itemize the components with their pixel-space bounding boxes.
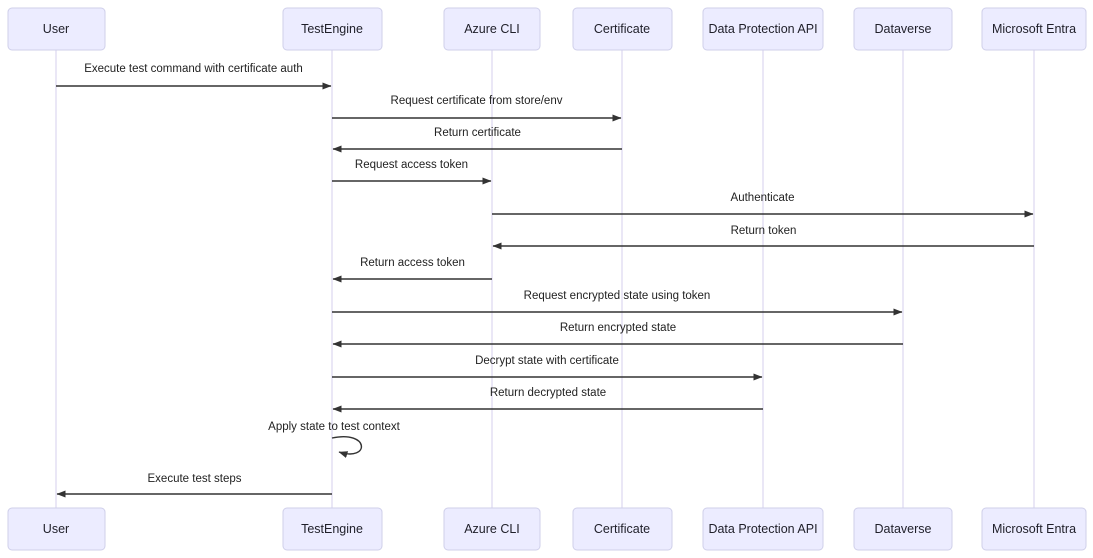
message-label: Return access token: [360, 257, 465, 269]
actor-box-rect: [443, 7, 541, 51]
message-5: Return token: [492, 225, 1034, 250]
actor-label-testengine: TestEngine: [301, 22, 363, 36]
actor-box-rect: [282, 507, 383, 551]
actor-box-dataprotection-top[interactable]: Data Protection API: [702, 7, 824, 51]
actor-box-testengine-top[interactable]: TestEngine: [282, 7, 383, 51]
message-9: Decrypt state with certificate: [332, 355, 763, 381]
actor-label-azurecli: Azure CLI: [464, 522, 520, 536]
message-label: Request encrypted state using token: [524, 290, 711, 302]
actor-box-certificate-bottom[interactable]: Certificate: [572, 507, 673, 551]
actor-box-rect: [981, 7, 1087, 51]
message-7: Request encrypted state using token: [332, 290, 903, 316]
actor-box-rect: [7, 507, 106, 551]
actor-label-user: User: [43, 522, 69, 536]
actor-label-dataprotection: Data Protection API: [708, 522, 817, 536]
actor-box-certificate-top[interactable]: Certificate: [572, 7, 673, 51]
actor-box-rect: [853, 507, 953, 551]
actor-box-entra-top[interactable]: Microsoft Entra: [981, 7, 1087, 51]
message-label: Execute test steps: [148, 473, 242, 485]
actor-box-user-top[interactable]: User: [7, 7, 106, 51]
actor-box-user-bottom[interactable]: User: [7, 507, 106, 551]
message-4: Authenticate: [492, 192, 1034, 218]
actor-box-rect: [853, 7, 953, 51]
message-label: Return decrypted state: [490, 387, 606, 399]
messages-group: Execute test command with certificate au…: [56, 63, 1034, 498]
message-label: Request certificate from store/env: [391, 95, 563, 107]
actor-box-dataverse-bottom[interactable]: Dataverse: [853, 507, 953, 551]
actor-label-azurecli: Azure CLI: [464, 22, 520, 36]
message-3: Request access token: [332, 159, 492, 185]
actor-boxes-top: User TestEngine Azure CLI Certificate Data P…: [7, 7, 1087, 51]
actor-box-azurecli-top[interactable]: Azure CLI: [443, 7, 541, 51]
actor-label-dataverse: Dataverse: [875, 522, 932, 536]
actor-label-dataverse: Dataverse: [875, 22, 932, 36]
actor-box-azurecli-bottom[interactable]: Azure CLI: [443, 507, 541, 551]
actor-box-testengine-bottom[interactable]: TestEngine: [282, 507, 383, 551]
message-label: Request access token: [355, 159, 468, 171]
actor-box-dataverse-top[interactable]: Dataverse: [853, 7, 953, 51]
actor-label-entra: Microsoft Entra: [992, 522, 1076, 536]
actor-label-user: User: [43, 22, 69, 36]
message-8: Return encrypted state: [332, 322, 903, 348]
message-label: Decrypt state with certificate: [475, 355, 619, 367]
actor-boxes-bottom: User TestEngine Azure CLI Certificate Data P…: [7, 507, 1087, 551]
actor-box-rect: [282, 7, 383, 51]
actor-box-rect: [981, 507, 1087, 551]
actor-box-rect: [572, 7, 673, 51]
actor-label-certificate: Certificate: [594, 22, 650, 36]
actor-label-entra: Microsoft Entra: [992, 22, 1076, 36]
message-label: Apply state to test context: [268, 421, 400, 433]
message-12: Execute test steps: [56, 473, 332, 498]
message-1: Request certificate from store/env: [332, 95, 622, 122]
message-label: Return token: [731, 225, 797, 237]
actor-box-rect: [572, 507, 673, 551]
actor-label-testengine: TestEngine: [301, 522, 363, 536]
actor-box-rect: [702, 7, 824, 51]
actor-box-rect: [702, 507, 824, 551]
actor-label-dataprotection: Data Protection API: [708, 22, 817, 36]
message-11: Apply state to test context: [268, 421, 401, 458]
actor-box-rect: [443, 507, 541, 551]
message-label: Return encrypted state: [560, 322, 676, 334]
actor-label-certificate: Certificate: [594, 522, 650, 536]
message-label: Execute test command with certificate au…: [84, 63, 303, 75]
actor-box-rect: [7, 7, 106, 51]
message-6: Return access token: [332, 257, 492, 283]
message-2: Return certificate: [332, 127, 622, 153]
message-label: Authenticate: [731, 192, 795, 204]
message-self-loop: [331, 436, 363, 458]
message-label: Return certificate: [434, 127, 521, 139]
actor-box-entra-bottom[interactable]: Microsoft Entra: [981, 507, 1087, 551]
message-0: Execute test command with certificate au…: [56, 63, 332, 90]
actor-box-dataprotection-bottom[interactable]: Data Protection API: [702, 507, 824, 551]
message-10: Return decrypted state: [332, 387, 763, 413]
